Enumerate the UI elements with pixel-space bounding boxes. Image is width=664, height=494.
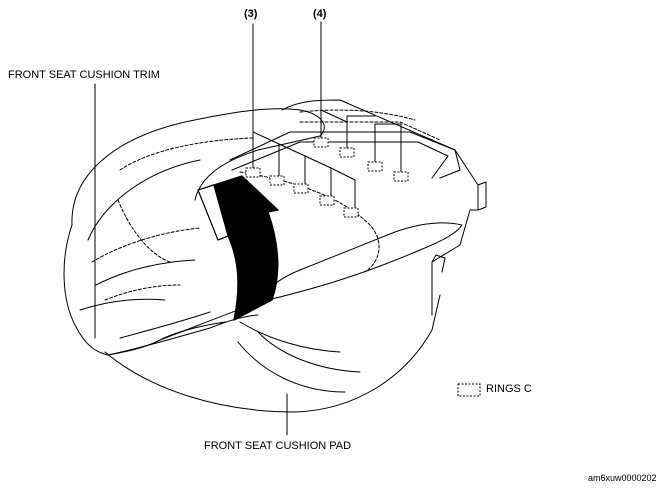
pad-dashed-seam-3 xyxy=(299,109,416,121)
callout-4-bracket xyxy=(320,21,402,175)
trim-label: FRONT SEAT CUSHION TRIM xyxy=(8,69,160,81)
cushion-trim-outer xyxy=(71,108,325,226)
ring-c-3b xyxy=(269,175,285,186)
callout-3-bracket xyxy=(252,23,356,211)
pad-dashed-seam-4 xyxy=(119,137,253,171)
trim-dashed-seam-2 xyxy=(104,284,181,301)
ring-c-4c xyxy=(367,161,383,172)
pad-label: FRONT SEAT CUSHION PAD xyxy=(204,440,352,452)
ring-c-3e xyxy=(343,207,359,218)
ring-c-3a xyxy=(245,167,261,178)
figure-code: am6xuw0000202 xyxy=(588,473,657,483)
callout-4-label: (4) xyxy=(313,8,327,20)
trim-dashed-seam-1 xyxy=(91,227,201,263)
ring-c-4d xyxy=(393,171,409,182)
ring-c-4b xyxy=(339,147,355,158)
pad-dashed-seam-5 xyxy=(117,199,171,263)
cushion-pad-side-lines xyxy=(237,321,361,393)
legend-rings-label: RINGS C xyxy=(486,383,532,395)
ring-c-3c xyxy=(293,183,309,194)
cushion-trim-flap xyxy=(107,311,259,356)
pad-dashed-seam-2 xyxy=(299,121,441,141)
callout-3-label: (3) xyxy=(244,8,258,20)
legend-ring-c-symbol xyxy=(457,383,481,397)
cushion-trim-inner xyxy=(79,159,201,311)
cushion-trim-edge-tab xyxy=(431,254,446,273)
ring-c-4a xyxy=(313,137,329,148)
removal-arrow-shade xyxy=(213,175,280,321)
cushion-frame-base xyxy=(281,99,487,316)
cushion-pad-outline xyxy=(104,294,441,413)
ring-c-3d xyxy=(319,195,335,206)
cushion-frame-top-edge xyxy=(229,131,456,161)
rings-c xyxy=(245,137,481,397)
cushion-frame-inner-edge xyxy=(231,141,449,179)
cushion-trim-lower xyxy=(63,222,463,356)
